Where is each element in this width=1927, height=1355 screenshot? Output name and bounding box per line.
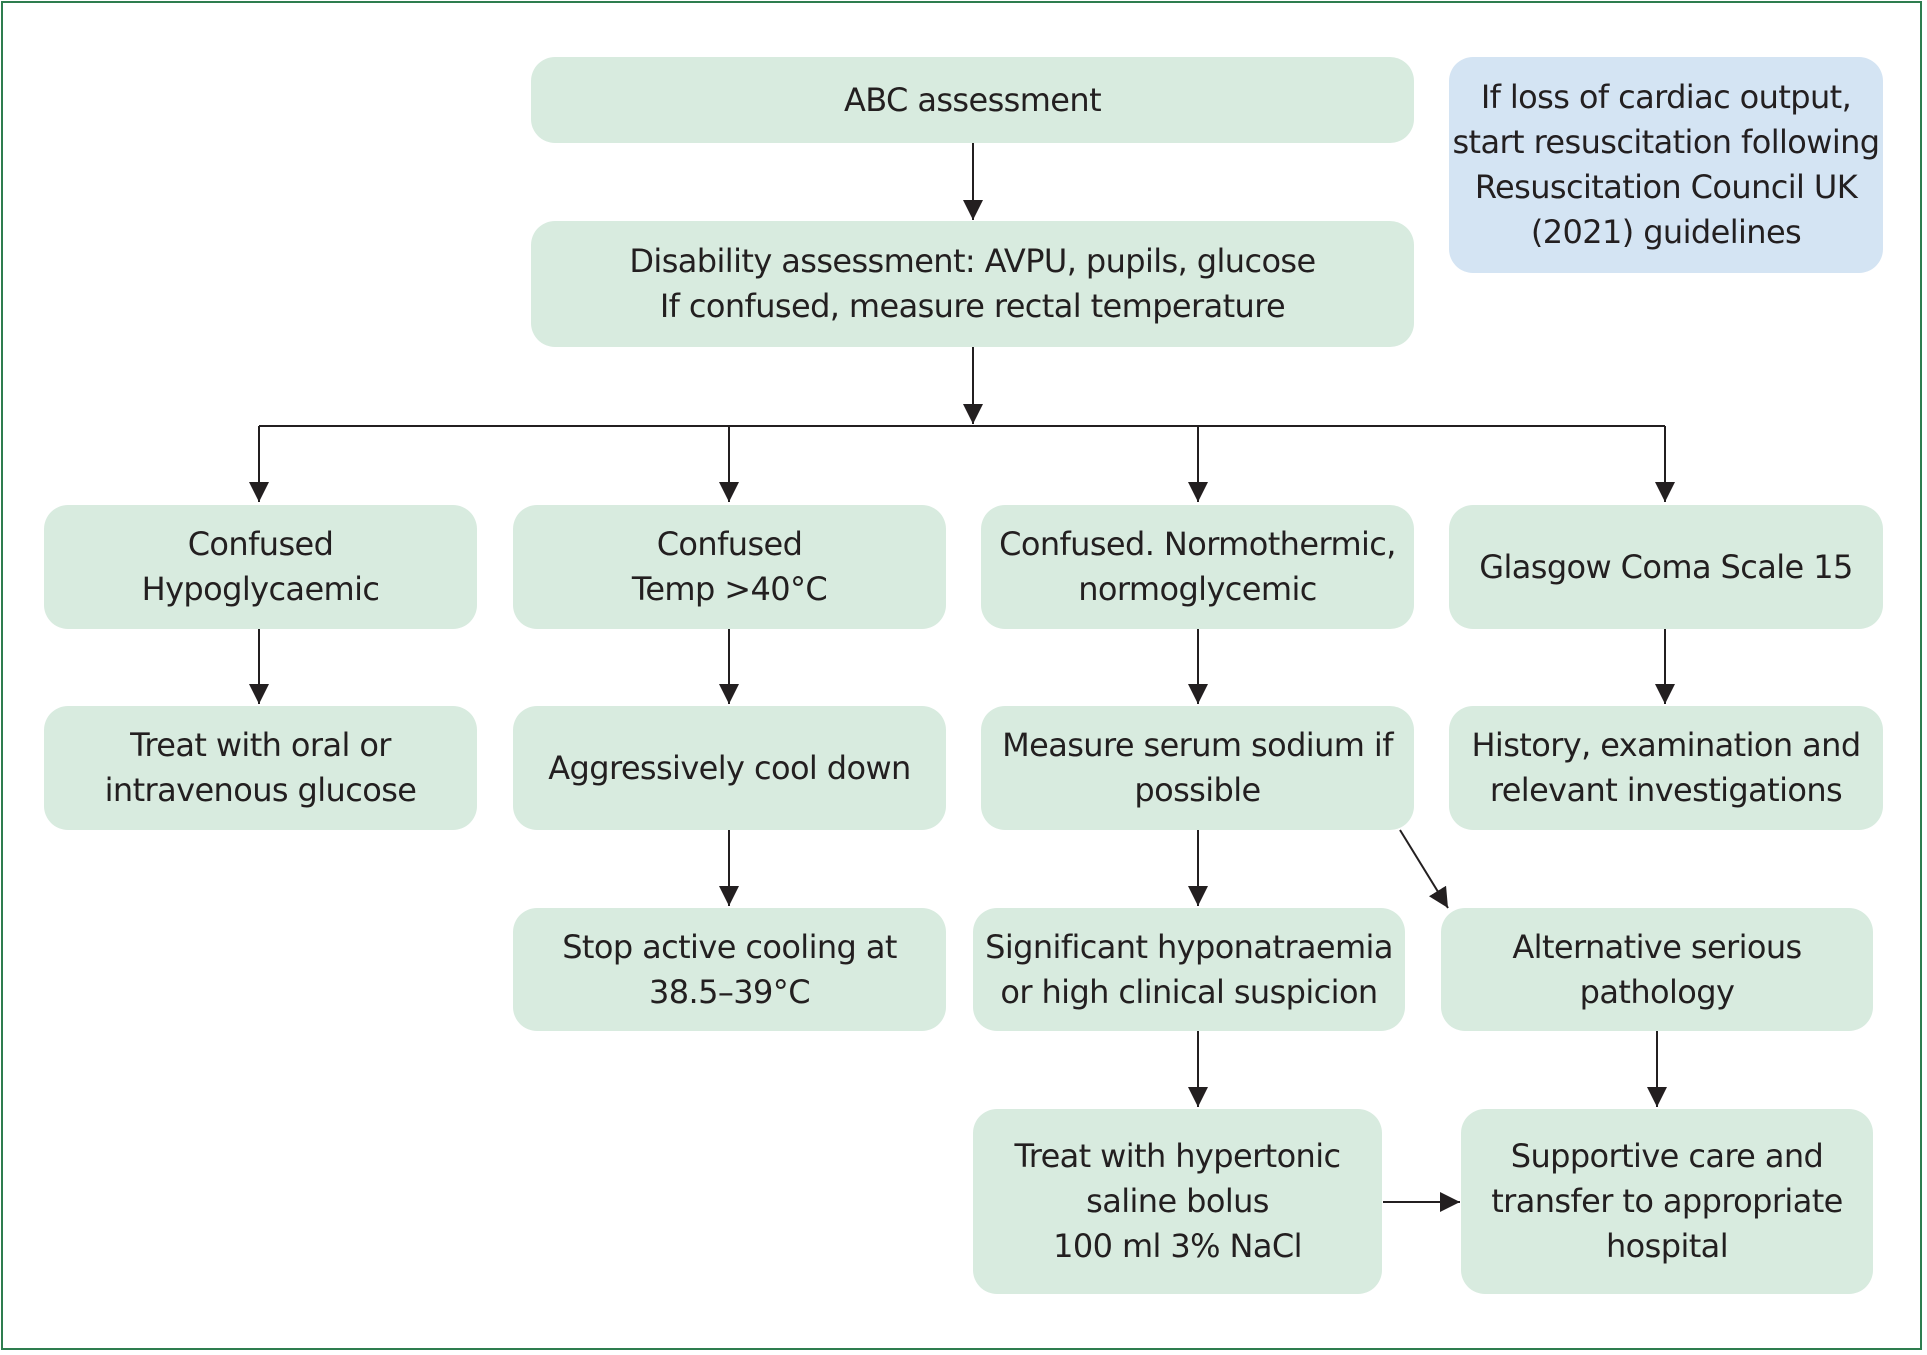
- node-text-line: Resuscitation Council UK: [1474, 168, 1858, 206]
- node-text-line: Supportive care and: [1510, 1137, 1824, 1175]
- node-text-line: Hypoglycaemic: [141, 570, 380, 608]
- history-examination-box: History, examination and relevant investi…: [1449, 706, 1883, 830]
- abc-assessment-box: ABC assessment: [531, 57, 1414, 143]
- node-text-line: possible: [1134, 771, 1261, 809]
- hypertonic-saline-box: Treat with hypertonic saline bolus 100 ml …: [973, 1109, 1382, 1294]
- node-text-line: Stop active cooling at: [562, 927, 897, 966]
- glasgow-coma-scale-box: Glasgow Coma Scale 15: [1449, 505, 1883, 629]
- node-text-line: Confused: [187, 525, 334, 563]
- resuscitation-note-box: If loss of cardiac output, start resuscit…: [1449, 57, 1883, 273]
- node-text-line: 38.5–39°C: [649, 972, 811, 1011]
- node-text-line: pathology: [1579, 972, 1735, 1011]
- aggressively-cool-box: Aggressively cool down: [513, 706, 946, 830]
- measure-sodium-box: Measure serum sodium if possible: [981, 706, 1414, 830]
- node-text-line: History, examination and: [1471, 726, 1861, 764]
- node-text-line: 100 ml 3% NaCl: [1053, 1227, 1302, 1265]
- significant-hyponatraemia-box: Significant hyponatraemia or high clinica…: [973, 908, 1405, 1031]
- node-text-line: Temp >40°C: [631, 570, 828, 608]
- node-text-line: (2021) guidelines: [1530, 213, 1802, 251]
- node-text-line: Measure serum sodium if: [1002, 726, 1393, 764]
- node-text-line: Aggressively cool down: [548, 748, 911, 787]
- node-text-line: Confused: [656, 525, 803, 563]
- node-text-line: hospital: [1606, 1227, 1729, 1265]
- supportive-care-box: Supportive care and transfer to appropria…: [1461, 1109, 1873, 1294]
- node-text-line: or high clinical suspicion: [1000, 972, 1378, 1011]
- treat-glucose-box: Treat with oral or intravenous glucose: [44, 706, 477, 830]
- node-text-line: If confused, measure rectal temperature: [659, 287, 1286, 325]
- node-text-line: Treat with oral or: [130, 726, 391, 764]
- disability-assessment-box: Disability assessment: AVPU, pupils, glu…: [531, 221, 1414, 347]
- node-text-line: Disability assessment: AVPU, pupils, glu…: [629, 242, 1316, 280]
- node-text-line: relevant investigations: [1489, 771, 1843, 809]
- node-text-line: Confused. Normothermic,: [999, 525, 1396, 563]
- node-text-line: transfer to appropriate: [1491, 1182, 1843, 1220]
- alternative-pathology-box: Alternative serious pathology: [1441, 908, 1873, 1031]
- node-text-line: Glasgow Coma Scale 15: [1479, 547, 1853, 586]
- confused-normothermic-box: Confused. Normothermic, normoglycemic: [981, 505, 1414, 629]
- node-text-line: saline bolus: [1086, 1182, 1269, 1220]
- stop-cooling-box: Stop active cooling at 38.5–39°C: [513, 908, 946, 1031]
- node-text-line: ABC assessment: [843, 80, 1102, 119]
- arrow-sodium-to-alternative: [1399, 829, 1449, 909]
- node-text-line: Significant hyponatraemia: [985, 927, 1393, 966]
- node-text-line: start resuscitation following: [1452, 123, 1880, 161]
- node-text-line: If loss of cardiac output,: [1480, 78, 1852, 116]
- node-text-line: normoglycemic: [1078, 570, 1317, 608]
- node-text-line: intravenous glucose: [104, 771, 417, 809]
- node-text-line: Treat with hypertonic: [1014, 1137, 1341, 1175]
- node-text-line: Alternative serious: [1512, 927, 1802, 966]
